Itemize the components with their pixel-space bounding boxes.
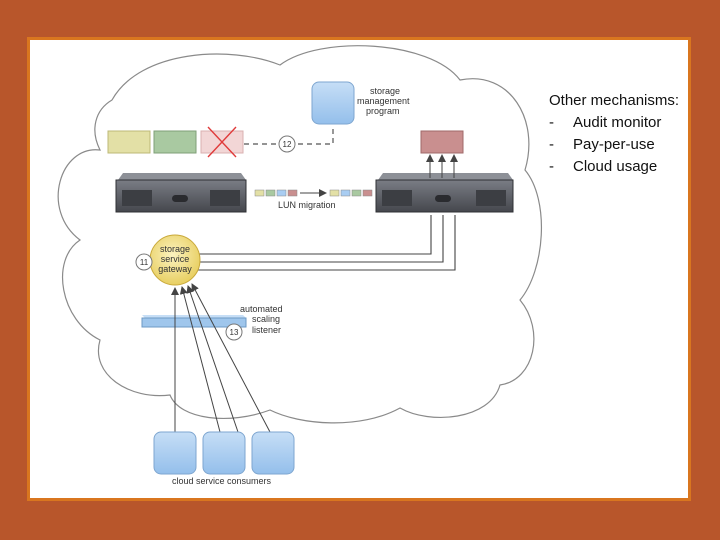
note-item: -Audit monitor (549, 112, 679, 134)
step-12-badge (278, 135, 296, 153)
lun-red (420, 130, 464, 154)
lun-migration-label: LUN migration (278, 200, 336, 210)
gateway-label-1: storage (160, 244, 190, 254)
note-item-audit-monitor: Audit monitor (573, 114, 662, 131)
storage-device-right (375, 173, 514, 213)
step-13-label: 13 (230, 328, 239, 337)
consumer-2-icon (202, 431, 246, 475)
lun-yellow (107, 130, 151, 154)
step-13-badge (225, 323, 243, 341)
listener-label-3: listener (252, 325, 281, 335)
step-11-label: 11 (140, 258, 149, 267)
note-item-pay-per-use: Pay-per-use (573, 136, 655, 153)
gateway-label-3: gateway (158, 264, 192, 274)
note-item-cloud-usage: Cloud usage (573, 158, 658, 175)
cloud-boundary (57, 45, 543, 424)
management-link (244, 126, 334, 145)
lun-green (153, 130, 197, 154)
listener-label-2: scaling (252, 314, 280, 324)
gateway-label-2: service (161, 254, 190, 264)
step-11-badge (135, 253, 153, 271)
other-mechanisms-notes: Other mechanisms: -Audit monitor -Pay-pe… (549, 90, 679, 178)
storage-program-label-2: management (357, 96, 410, 106)
note-item: -Pay-per-use (549, 134, 679, 156)
step-12-label: 12 (283, 140, 292, 149)
listener-label-1: automated (240, 304, 283, 314)
note-item: -Cloud usage (549, 156, 679, 178)
consumers-label: cloud service consumers (172, 476, 272, 486)
storage-management-program-icon (311, 81, 355, 125)
storage-program-label-3: program (366, 106, 400, 116)
consumer-1-icon (153, 431, 197, 475)
automated-scaling-listener-bar (141, 315, 247, 328)
storage-device-left (115, 173, 247, 213)
lun-migration-packets (254, 189, 373, 197)
consumer-3-icon (251, 431, 295, 475)
notes-heading: Other mechanisms: (549, 92, 680, 109)
storage-program-label-1: storage (370, 86, 400, 96)
